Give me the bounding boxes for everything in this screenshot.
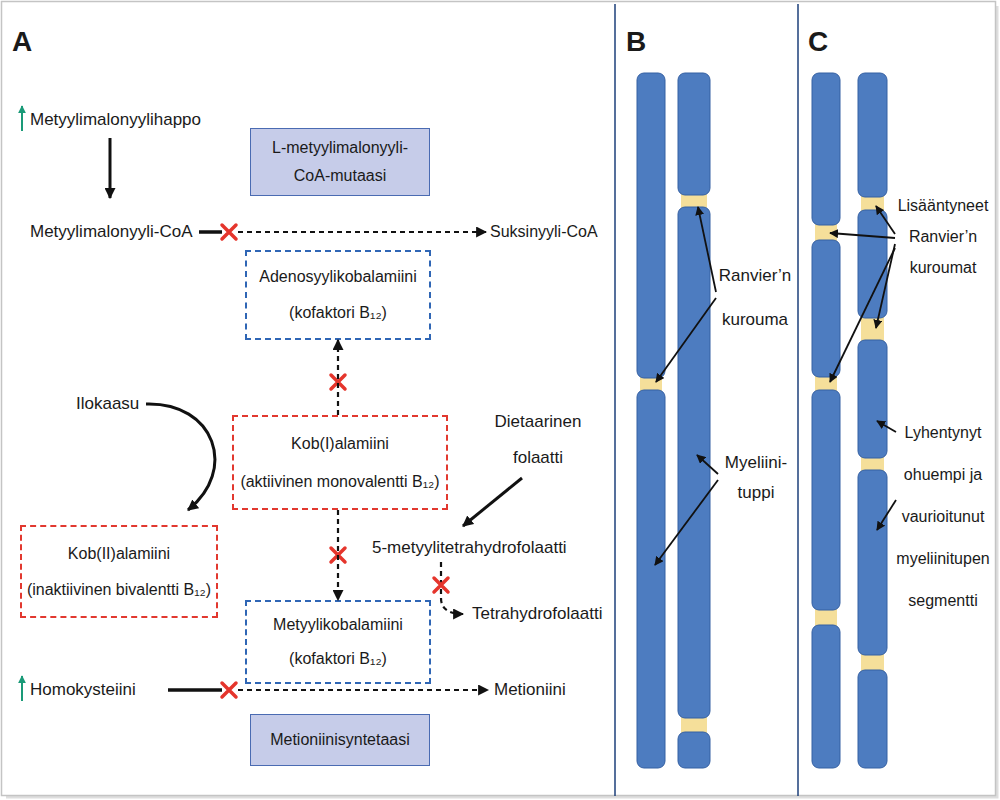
blocked-reaction-arrow bbox=[441, 562, 463, 614]
leader-arrow bbox=[876, 206, 895, 234]
myelin-segment bbox=[858, 670, 887, 768]
ranvier-node bbox=[815, 605, 837, 630]
myelin-segment bbox=[678, 73, 710, 195]
dashed-arrow bbox=[337, 340, 339, 415]
spacer bbox=[331, 375, 345, 389]
myelin-segment bbox=[858, 73, 887, 197]
myelin-segment bbox=[858, 470, 887, 655]
leader-arrow bbox=[656, 298, 716, 382]
leader-arrow bbox=[655, 480, 718, 565]
cobalamin-box: Kob(I)alamiini(aktiivinen monovalentti B… bbox=[232, 415, 448, 510]
node-text: Metioniinisyntetaasi bbox=[270, 726, 410, 754]
intake-arrow bbox=[463, 478, 522, 526]
blocked-reaction-arrow bbox=[238, 689, 488, 691]
inactivation-arrow bbox=[146, 404, 215, 510]
myelin-segment bbox=[812, 390, 840, 610]
myelin-segment bbox=[812, 73, 840, 225]
node-text: (inaktiivinen bivalentti B₁₂) bbox=[27, 572, 211, 608]
metabolite-label: Homokysteiini bbox=[30, 680, 136, 700]
node-text: Metyylikobalamiini bbox=[273, 608, 403, 642]
block-cross bbox=[222, 683, 236, 697]
block-cross bbox=[331, 548, 345, 562]
reaction-line bbox=[168, 688, 222, 692]
leader-arrow bbox=[830, 233, 895, 238]
blocked-reaction-arrow bbox=[238, 231, 486, 233]
metabolite-label: Metyylimalonyylihappo bbox=[30, 110, 201, 130]
leader-arrow bbox=[698, 207, 716, 292]
myelin-segment bbox=[678, 732, 710, 768]
node-text: Adenosyylikobalamiini bbox=[259, 259, 416, 295]
cobalamin-box: Kob(II)alamiini(inaktiivinen bivalentti … bbox=[20, 525, 218, 618]
connector-layer bbox=[338, 340, 339, 600]
metabolite-label: Metioniini bbox=[494, 680, 566, 700]
frame-shadow bbox=[6, 6, 997, 797]
myelin-segment bbox=[812, 240, 840, 377]
ranvier-node bbox=[640, 373, 662, 395]
annotation-label: Lisääntyneet Ranvier’n kuroumat bbox=[893, 190, 993, 283]
ranvier-node bbox=[861, 650, 884, 675]
myelin-segment bbox=[858, 340, 887, 458]
leader-arrow bbox=[876, 244, 895, 328]
ranvier-node bbox=[815, 372, 837, 395]
increase-arrow bbox=[21, 676, 23, 701]
myelin-segment bbox=[637, 73, 665, 378]
node-text: (kofaktori B₁₂) bbox=[289, 642, 387, 676]
block-cross bbox=[434, 578, 448, 592]
block-cross bbox=[222, 225, 236, 239]
leader-arrow bbox=[877, 421, 896, 432]
panel-letter: C bbox=[808, 26, 828, 58]
increase-arrow bbox=[21, 106, 23, 131]
metabolite-label: Tetrahydrofolaatti bbox=[472, 604, 602, 624]
panel-divider bbox=[614, 4, 616, 796]
annotation-label: Myeliini- tuppi bbox=[716, 448, 796, 508]
agent-label: Ilokaasu bbox=[76, 394, 139, 414]
metabolite-label: Suksinyyli-CoA bbox=[490, 222, 598, 242]
enzyme-box: Metioniinisyntetaasi bbox=[250, 714, 430, 766]
ranvier-node bbox=[861, 313, 884, 345]
reaction-arrow bbox=[109, 138, 112, 198]
leader-arrow bbox=[697, 455, 718, 474]
node-text: L-metyylimalonyyli- CoA-mutaasi bbox=[257, 134, 423, 190]
annotation-label: Ranvier’n kurouma bbox=[712, 254, 798, 342]
node-text: (aktiivinen monovalentti B₁₂) bbox=[240, 463, 439, 501]
node-text: Kob(I)alamiini bbox=[291, 425, 389, 463]
cofactor-box: Adenosyylikobalamiini(kofaktori B₁₂) bbox=[245, 250, 431, 340]
node-text: (kofaktori B₁₂) bbox=[289, 295, 387, 331]
annotation-label: Lyhentynyt ohuempi ja vaurioitunut myeli… bbox=[893, 412, 993, 622]
block-cross bbox=[331, 375, 345, 389]
panel-letter: B bbox=[626, 26, 646, 58]
panel-letter: A bbox=[12, 26, 32, 58]
ranvier-node bbox=[861, 453, 884, 475]
myelin-segment bbox=[637, 390, 665, 768]
metabolite-label: Metyylimalonyyli-CoA bbox=[30, 222, 192, 242]
ranvier-node bbox=[681, 713, 707, 737]
myelin-segment bbox=[678, 207, 710, 718]
ranvier-node bbox=[861, 192, 884, 215]
metabolite-label: 5-metyylitetrahydrofolaatti bbox=[372, 538, 567, 558]
enzyme-box: L-metyylimalonyyli- CoA-mutaasi bbox=[250, 128, 430, 196]
metabolite-label: Dietaarinen folaatti bbox=[490, 404, 586, 476]
panel-divider bbox=[797, 4, 799, 796]
dashed-arrow bbox=[337, 510, 339, 600]
cofactor-box: Metyylikobalamiini(kofaktori B₁₂) bbox=[245, 600, 431, 684]
leader-arrow bbox=[830, 248, 895, 382]
ranvier-node bbox=[815, 220, 837, 245]
reaction-line bbox=[199, 230, 222, 234]
node-text: Kob(II)alamiini bbox=[68, 536, 170, 572]
ranvier-node bbox=[681, 190, 707, 212]
myelin-segment bbox=[858, 210, 887, 318]
myelin-segment bbox=[812, 625, 840, 768]
leader-arrow bbox=[877, 500, 896, 530]
